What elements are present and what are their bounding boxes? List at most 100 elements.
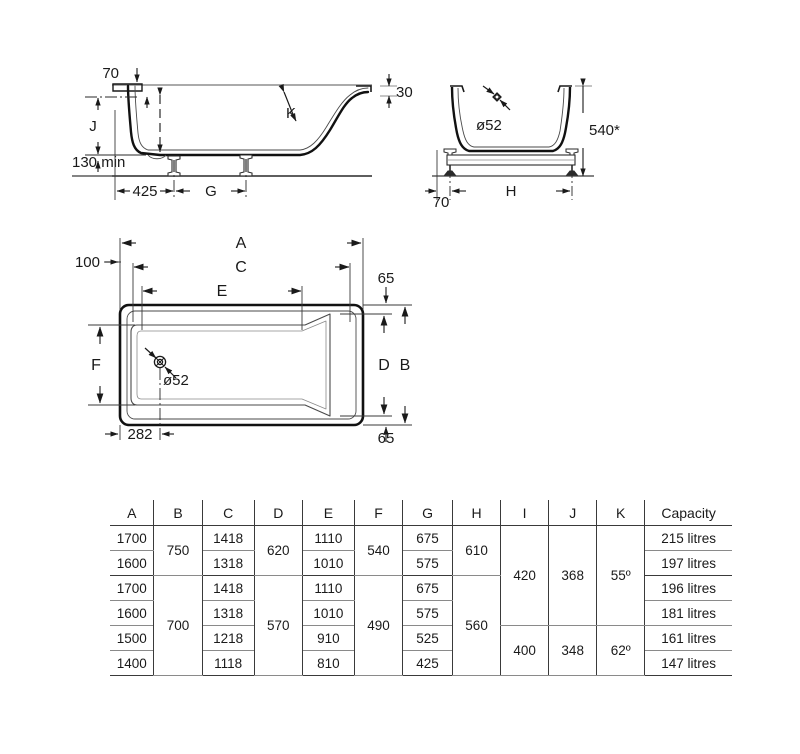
cell-j-merged: 368 bbox=[548, 525, 598, 626]
cell-j-merged: 348 bbox=[548, 625, 598, 676]
cell-capacity: 197 litres bbox=[644, 550, 732, 576]
cell-b-merged: 700 bbox=[153, 575, 203, 676]
end-elevation-view: ø52 540* 70 H bbox=[425, 78, 620, 211]
cell-f-merged: 540 bbox=[353, 525, 404, 576]
column-header-j: J bbox=[548, 500, 598, 526]
bath-inner-offset-line bbox=[134, 85, 369, 151]
cell-k-merged: 62º bbox=[596, 625, 646, 676]
cell-c: 1418 bbox=[201, 575, 255, 601]
dim-65-bottom-label: 65 bbox=[378, 430, 395, 447]
cell-capacity: 215 litres bbox=[644, 525, 732, 551]
dim-C-label: C bbox=[235, 259, 247, 276]
bath-inner-profile bbox=[126, 84, 370, 157]
dim-G-label: G bbox=[205, 183, 217, 200]
cell-capacity: 181 litres bbox=[644, 600, 732, 626]
waste-outlet-symbol-end bbox=[492, 92, 502, 102]
column-header-a: A bbox=[110, 500, 155, 526]
cell-g: 675 bbox=[402, 575, 454, 601]
cell-e: 1110 bbox=[301, 575, 355, 601]
column-header-c: C bbox=[201, 500, 255, 526]
dim-B-label: B bbox=[400, 357, 411, 374]
cell-b-merged: 750 bbox=[153, 525, 203, 576]
dim-A-label: A bbox=[236, 235, 247, 252]
base-dimple bbox=[147, 154, 167, 160]
plan-inner-rim-line bbox=[126, 310, 357, 420]
cell-capacity: 161 litres bbox=[644, 625, 732, 651]
end-rim-left bbox=[450, 85, 465, 93]
end-bath-inner-profile bbox=[457, 87, 565, 148]
column-header-h: H bbox=[452, 500, 502, 526]
cell-g: 675 bbox=[402, 525, 454, 551]
left-rim-block bbox=[112, 83, 143, 92]
dim-30-label: 30 bbox=[396, 84, 413, 101]
table-row: 1400 1118 810 425 147 litres bbox=[110, 650, 732, 676]
column-header-capacity: Capacity bbox=[644, 500, 732, 526]
cell-h-merged: 560 bbox=[452, 575, 502, 676]
cell-c: 1418 bbox=[201, 525, 255, 551]
frame-post-right bbox=[565, 148, 579, 156]
plan-bathing-well bbox=[130, 313, 331, 417]
specification-table: A B C D E F G H I J K Capacity 1700 750 … bbox=[110, 500, 732, 676]
cell-e: 910 bbox=[301, 625, 355, 651]
column-header-g: G bbox=[402, 500, 454, 526]
cell-a: 1600 bbox=[110, 600, 155, 626]
cell-d-merged: 620 bbox=[253, 525, 303, 576]
cell-a: 1700 bbox=[110, 575, 155, 601]
side-elevation-view: 70 30 J 130 min 425 G K bbox=[72, 65, 413, 200]
cell-c: 1318 bbox=[201, 600, 255, 626]
waste-dia-label-plan: ø52 bbox=[163, 372, 189, 389]
column-header-i: I bbox=[500, 500, 550, 526]
cell-c: 1318 bbox=[201, 550, 255, 576]
cell-capacity: 196 litres bbox=[644, 575, 732, 601]
cell-c: 1218 bbox=[201, 625, 255, 651]
dim-E-label: E bbox=[217, 283, 228, 300]
dim-70-label: 70 bbox=[102, 65, 119, 82]
dim-D-label: D bbox=[378, 357, 390, 374]
cell-g: 575 bbox=[402, 550, 454, 576]
plan-bathing-well-offset bbox=[136, 320, 327, 410]
frame-post-left bbox=[443, 148, 457, 156]
table-row: 1700 750 1418 620 1110 540 675 610 420 3… bbox=[110, 525, 732, 626]
dim-F-label: F bbox=[91, 357, 101, 374]
cell-k-merged: 55º bbox=[596, 525, 646, 626]
cell-i-merged: 400 bbox=[500, 625, 550, 676]
dim-425-label: 425 bbox=[132, 183, 157, 200]
cell-a: 1700 bbox=[110, 525, 155, 551]
cell-d-merged: 570 bbox=[253, 575, 303, 676]
waste-leader-plan-lower bbox=[164, 366, 177, 379]
end-bath-outer-profile bbox=[450, 86, 572, 153]
dim-100-label: 100 bbox=[75, 254, 100, 271]
waste-dia-label-end: ø52 bbox=[476, 117, 502, 134]
cell-a: 1600 bbox=[110, 550, 155, 576]
cell-capacity: 147 litres bbox=[644, 650, 732, 676]
specification-table-wrapper: A B C D E F G H I J K Capacity 1700 750 … bbox=[110, 500, 732, 676]
cell-h-merged: 610 bbox=[452, 525, 502, 576]
waste-leader-end-lower bbox=[499, 99, 511, 111]
cell-e: 810 bbox=[301, 650, 355, 676]
cell-g: 425 bbox=[402, 650, 454, 676]
cell-a: 1400 bbox=[110, 650, 155, 676]
cell-e: 1010 bbox=[301, 550, 355, 576]
dim-130min-label: 130 min bbox=[72, 154, 125, 171]
column-header-k: K bbox=[596, 500, 646, 526]
plan-outer-rim bbox=[118, 303, 365, 427]
waste-leader-plan-upper bbox=[144, 347, 157, 359]
angle-K-leader bbox=[278, 83, 297, 122]
cell-c: 1118 bbox=[201, 650, 255, 676]
column-header-f: F bbox=[353, 500, 404, 526]
dim-540-label: 540* bbox=[589, 122, 620, 139]
table-row: 1500 1218 910 525 400 348 62º 161 litres bbox=[110, 625, 732, 676]
cell-e: 1110 bbox=[301, 525, 355, 551]
cell-g: 525 bbox=[402, 625, 454, 651]
waste-outlet-symbol-plan bbox=[153, 355, 167, 369]
plan-view: ø52 A C E 100 F 28 bbox=[75, 235, 412, 447]
dim-70-end-label: 70 bbox=[433, 194, 450, 211]
dim-282-label: 282 bbox=[127, 426, 152, 443]
dim-65-top-label: 65 bbox=[378, 270, 395, 287]
table-header-row: A B C D E F G H I J K Capacity bbox=[110, 500, 732, 526]
table-row: 1600 1318 1010 575 181 litres bbox=[110, 600, 732, 626]
cell-f-merged: 490 bbox=[353, 575, 404, 676]
column-header-e: E bbox=[301, 500, 355, 526]
